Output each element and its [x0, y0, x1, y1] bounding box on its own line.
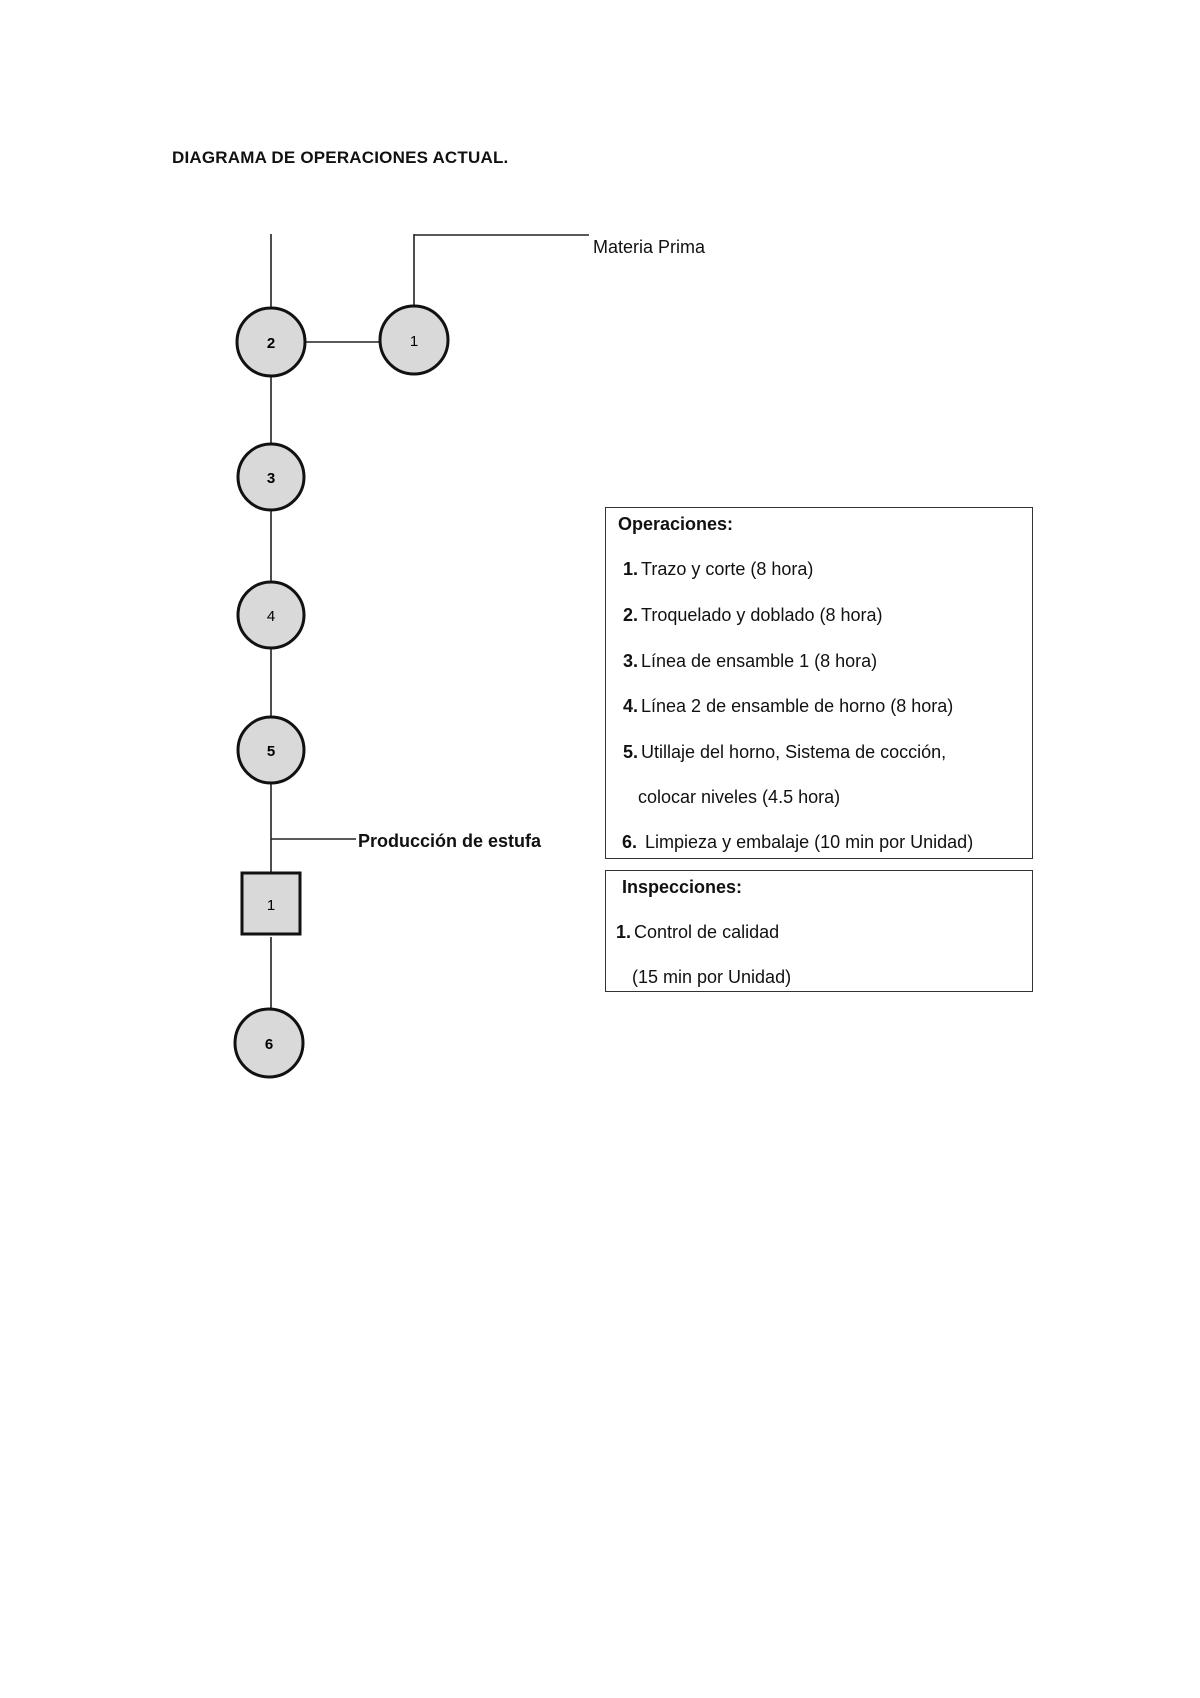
inspecciones-header: Inspecciones:: [622, 877, 743, 897]
node-label: 4: [267, 608, 275, 625]
node-label: 1: [410, 333, 418, 350]
operation-node-1: 1: [378, 304, 450, 376]
operation-item: 2.Troquelado y doblado (8 hora): [623, 605, 883, 625]
operation-item: 6. Limpieza y embalaje (10 min por Unida…: [622, 832, 974, 852]
operation-node-4: 4: [236, 580, 306, 650]
materia-prima-label: Materia Prima: [593, 237, 706, 257]
operation-node-5: 5: [236, 715, 306, 785]
operaciones-header: Operaciones:: [618, 514, 734, 534]
inspection-item: 1.Control de calidad: [616, 922, 780, 942]
operation-node-6: 6: [233, 1007, 305, 1079]
node-label: 3: [267, 470, 275, 487]
operaciones-legend: Operaciones: 1.Trazo y corte (8 hora) 2.…: [605, 507, 1033, 859]
operation-item: 1.Trazo y corte (8 hora): [623, 559, 814, 579]
operation-item-continued: colocar niveles (4.5 hora): [638, 787, 841, 807]
node-label: 2: [267, 335, 275, 352]
operation-item: 5.Utillaje del horno, Sistema de cocción…: [623, 742, 947, 762]
produccion-label: Producción de estufa: [358, 831, 542, 851]
operation-item: 3.Línea de ensamble 1 (8 hora): [623, 651, 878, 671]
node-label: 1: [267, 897, 275, 914]
operation-node-3: 3: [236, 442, 306, 512]
inspecciones-legend: Inspecciones: 1.Control de calidad (15 m…: [605, 870, 1033, 992]
page-title: DIAGRAMA DE OPERACIONES ACTUAL.: [172, 148, 509, 167]
node-label: 6: [265, 1036, 273, 1053]
inspection-item-continued: (15 min por Unidad): [632, 967, 792, 987]
inspection-node-1: 1: [240, 871, 302, 936]
operation-item: 4.Línea 2 de ensamble de horno (8 hora): [623, 696, 954, 716]
operation-node-2: 2: [235, 306, 307, 378]
node-label: 5: [267, 743, 275, 760]
